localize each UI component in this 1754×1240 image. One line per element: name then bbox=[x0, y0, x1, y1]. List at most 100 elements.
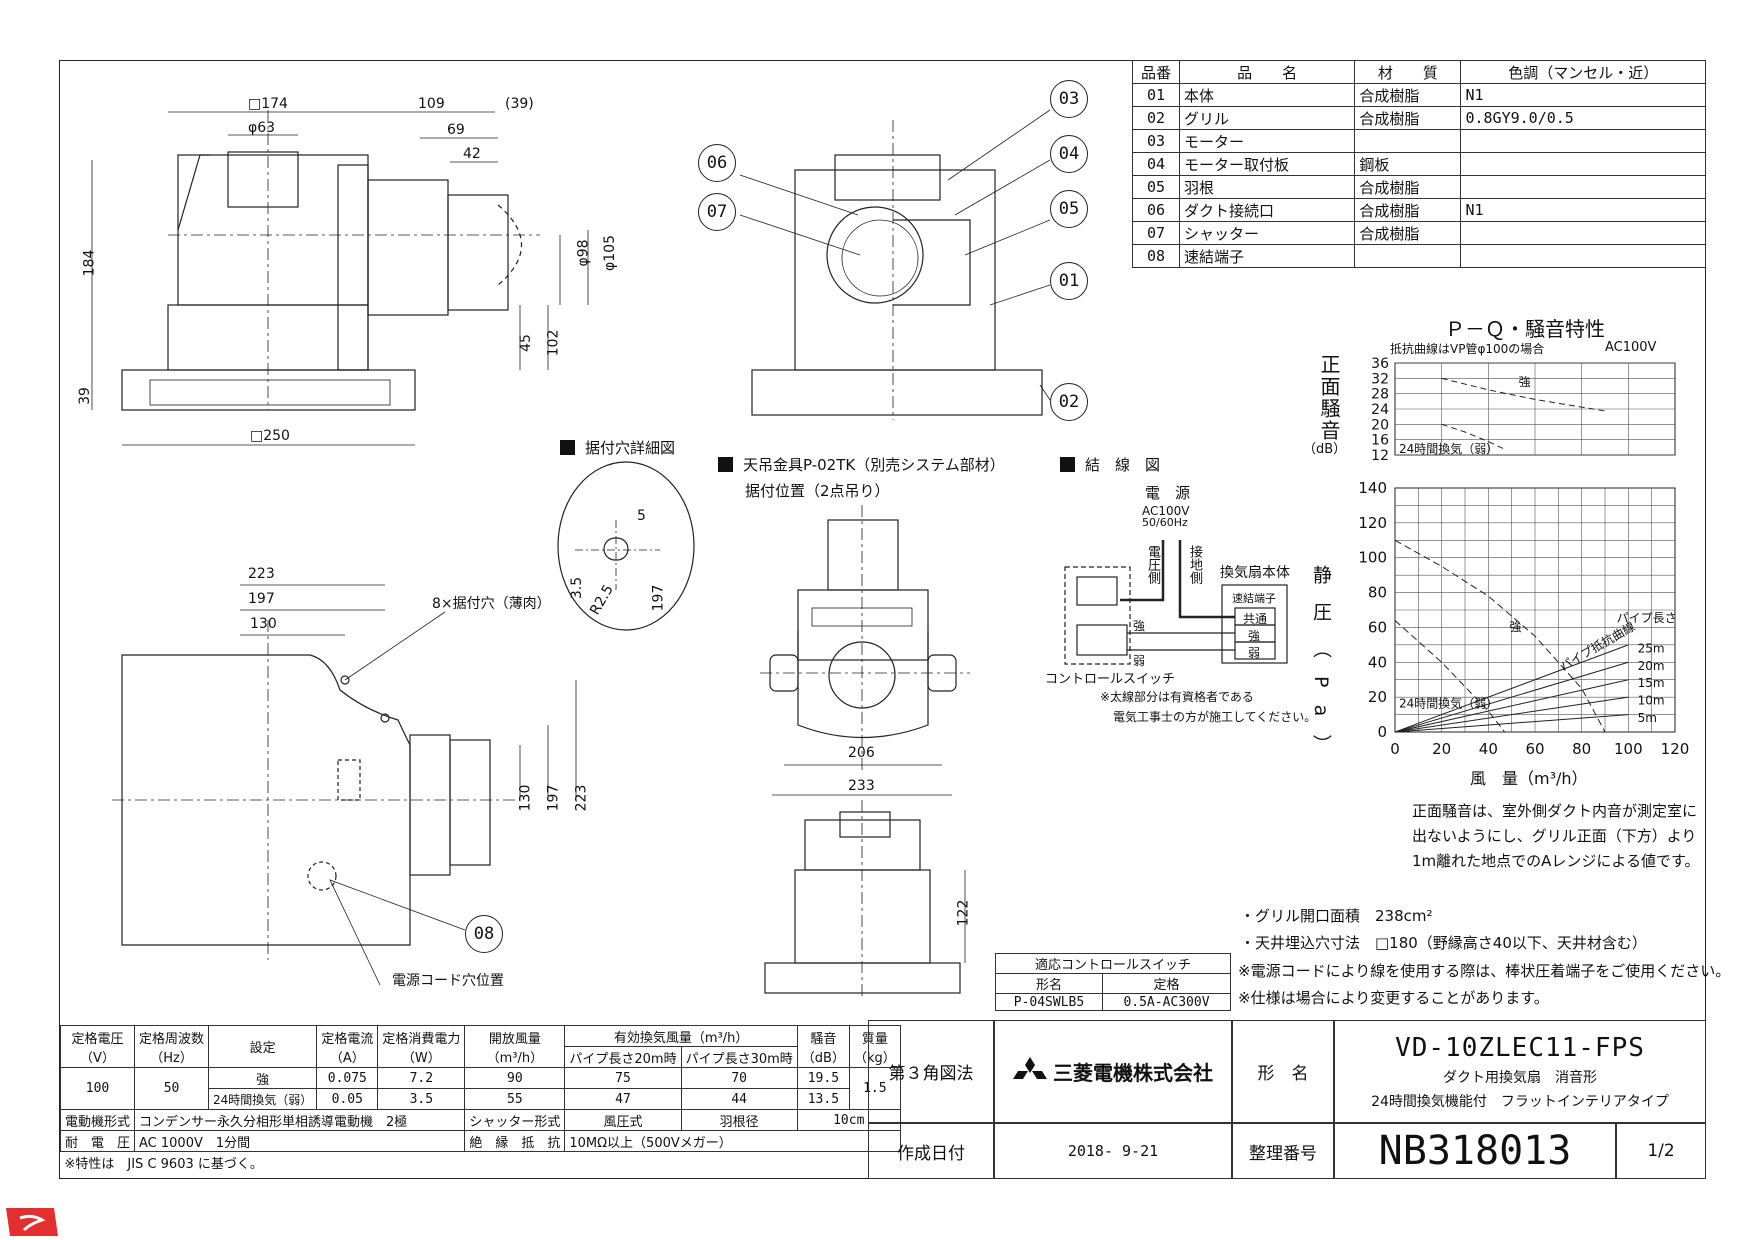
part-name: グリル bbox=[1178, 106, 1356, 130]
model-name: VD-10ZLEC11-FPS bbox=[1395, 1032, 1645, 1063]
ref-label: 整理番号 bbox=[1232, 1123, 1334, 1179]
part-material bbox=[1354, 244, 1462, 268]
chart-note-3: 1m離れた地点でのAレンジによる値です。 bbox=[1412, 852, 1700, 870]
spec-h-effective: 有効換気風量（m³/h） bbox=[564, 1025, 798, 1047]
part-material: 合成樹脂 bbox=[1354, 83, 1462, 107]
dim-233: 233 bbox=[848, 778, 875, 794]
spec-current: 0.05 bbox=[316, 1088, 379, 1110]
part-code: 01 bbox=[1132, 83, 1180, 107]
dim-42: 42 bbox=[463, 146, 481, 162]
part-color bbox=[1460, 221, 1706, 245]
terminal-weak: 弱 bbox=[1248, 646, 1261, 660]
part-code: 05 bbox=[1132, 175, 1180, 199]
spec-h-pipe20: パイプ長さ20m時 bbox=[564, 1046, 682, 1068]
table-row: 100 50 強 0.075 7.2 90 75 70 19.5 1.5 bbox=[59, 1067, 901, 1110]
spec-u-current: （A） bbox=[329, 1050, 365, 1066]
spec-h-pipe30: パイプ長さ30m時 bbox=[680, 1046, 798, 1068]
dim-174: □174 bbox=[248, 96, 288, 112]
callout-05: 05 bbox=[1050, 190, 1088, 228]
switch-model: P-04SWLB5 bbox=[995, 993, 1103, 1011]
callout-02: 02 bbox=[1050, 383, 1088, 421]
part-material bbox=[1354, 129, 1462, 153]
terminal-label: 速結端子 bbox=[1232, 592, 1276, 605]
pressure-axis-label: 静圧（Pa） bbox=[1310, 565, 1332, 772]
part-name: ダクト接続口 bbox=[1178, 198, 1356, 222]
square-bullet-icon bbox=[1060, 457, 1075, 472]
callout-06: 06 bbox=[698, 144, 736, 182]
part-code: 03 bbox=[1132, 129, 1180, 153]
spec-insulation: 10MΩ以上（500Vメガー） bbox=[564, 1130, 901, 1152]
dim-5: 5 bbox=[637, 508, 646, 524]
dim-phi63: φ63 bbox=[248, 120, 276, 136]
spec-table: 定格電圧（V） 定格周波数（Hz） 設定 定格電流（A） 定格消費電力（W） 開… bbox=[59, 1025, 901, 1172]
section-ceiling-bracket-pos: 据付位置（2点吊り） bbox=[745, 482, 890, 500]
col-code: 品番 bbox=[1132, 60, 1180, 84]
part-color bbox=[1460, 129, 1706, 153]
wiring-note-1: ※太線部分は有資格者である bbox=[1100, 690, 1254, 704]
dim-223: 223 bbox=[248, 566, 275, 582]
spec-voltage: 100 bbox=[59, 1067, 136, 1110]
spec-motor-label: 電動機形式 bbox=[59, 1109, 136, 1131]
part-material: 合成樹脂 bbox=[1354, 106, 1462, 130]
callout-08: 08 bbox=[465, 915, 503, 953]
control-switch-label: コントロールスイッチ bbox=[1045, 672, 1176, 687]
switch-model-header: 形名 bbox=[995, 973, 1103, 994]
part-material: 鋼板 bbox=[1354, 152, 1462, 176]
dim-39: 39 bbox=[76, 387, 93, 405]
projection-method: 第３角図法 bbox=[868, 1020, 994, 1123]
spec-h-setting: 設定 bbox=[208, 1025, 318, 1068]
bracket-plan-drawing bbox=[760, 505, 970, 796]
spec-h-freq: 定格周波数（Hz） bbox=[134, 1025, 210, 1068]
spec-h-power-text: 定格消費電力 bbox=[382, 1031, 461, 1047]
mount-hole-detail-drawing bbox=[557, 461, 695, 631]
ref-number: NB318013 bbox=[1334, 1123, 1616, 1179]
spec-u-noise: （dB） bbox=[801, 1050, 845, 1066]
dim-250: □250 bbox=[250, 428, 290, 444]
dim-223-vertical: 223 bbox=[573, 784, 590, 812]
dim-109: 109 bbox=[418, 96, 445, 112]
wire-strong-label: 強 bbox=[1133, 619, 1146, 633]
note-power-cord: ※電源コードにより線を使用する際は、棒状圧着端子をご使用ください。 bbox=[1238, 962, 1731, 980]
switch-rating: 0.5A-AC300V bbox=[1101, 993, 1232, 1011]
spec-noise: 13.5 bbox=[796, 1088, 850, 1110]
chart-ac-label: AC100V bbox=[1605, 340, 1657, 355]
note-grille-area: ・グリル開口面積 238cm² bbox=[1240, 907, 1433, 925]
spec-insulation-label: 絶 縁 抵 抗 bbox=[464, 1130, 566, 1152]
hz-label: 50/60Hz bbox=[1142, 516, 1188, 529]
spec-blade-label: 羽根径 bbox=[680, 1109, 798, 1131]
part-material: 合成樹脂 bbox=[1354, 221, 1462, 245]
dim-206: 206 bbox=[848, 745, 875, 761]
part-color bbox=[1460, 244, 1706, 268]
spec-u-open: （m³/h） bbox=[486, 1050, 544, 1066]
plan-view-drawing bbox=[112, 584, 577, 986]
model-desc-2: 24時間換気機能付 フラットインテリアタイプ bbox=[1371, 1093, 1669, 1110]
callout-07: 07 bbox=[698, 193, 736, 231]
spec-h-voltage: 定格電圧（V） bbox=[59, 1025, 136, 1068]
spec-shutter: 風圧式 bbox=[564, 1109, 682, 1131]
chart-subtitle: 抵抗曲線はVP管φ100の場合 bbox=[1390, 342, 1545, 356]
power-source-label: 電 源 bbox=[1145, 484, 1191, 502]
dim-197-detail: 197 bbox=[650, 584, 667, 612]
model-desc-1: ダクト用換気扇 消音形 bbox=[1443, 1069, 1597, 1086]
terminal-common: 共通 bbox=[1243, 612, 1268, 626]
dim-184: 184 bbox=[81, 249, 98, 277]
section-ceiling-bracket: 天吊金具P-02TK（別売システム部材） bbox=[718, 454, 1005, 475]
col-material: 材 質 bbox=[1354, 60, 1462, 84]
spec-withstand: AC 1000V 1分間 bbox=[134, 1130, 466, 1152]
part-color bbox=[1460, 175, 1706, 199]
spec-h-voltage-text: 定格電圧 bbox=[71, 1031, 124, 1047]
section-mount-hole-title: 据付穴詳細図 bbox=[585, 439, 676, 457]
part-code: 08 bbox=[1132, 244, 1180, 268]
spec-power: 3.5 bbox=[377, 1088, 466, 1110]
date-label: 作成日付 bbox=[868, 1123, 994, 1179]
title-block: 第３角図法 三菱電機株式会社 形 名 VD-10ZLEC11-FPS ダクト用換… bbox=[868, 1020, 1706, 1179]
switch-table-title: 適応コントロールスイッチ bbox=[995, 953, 1231, 974]
dim-39-paren: (39) bbox=[505, 96, 534, 112]
spec-noise: 19.5 bbox=[796, 1067, 850, 1089]
page-number: 1/2 bbox=[1616, 1123, 1706, 1179]
spec-p30: 44 bbox=[680, 1088, 798, 1110]
dim-phi98: φ98 bbox=[575, 239, 592, 267]
